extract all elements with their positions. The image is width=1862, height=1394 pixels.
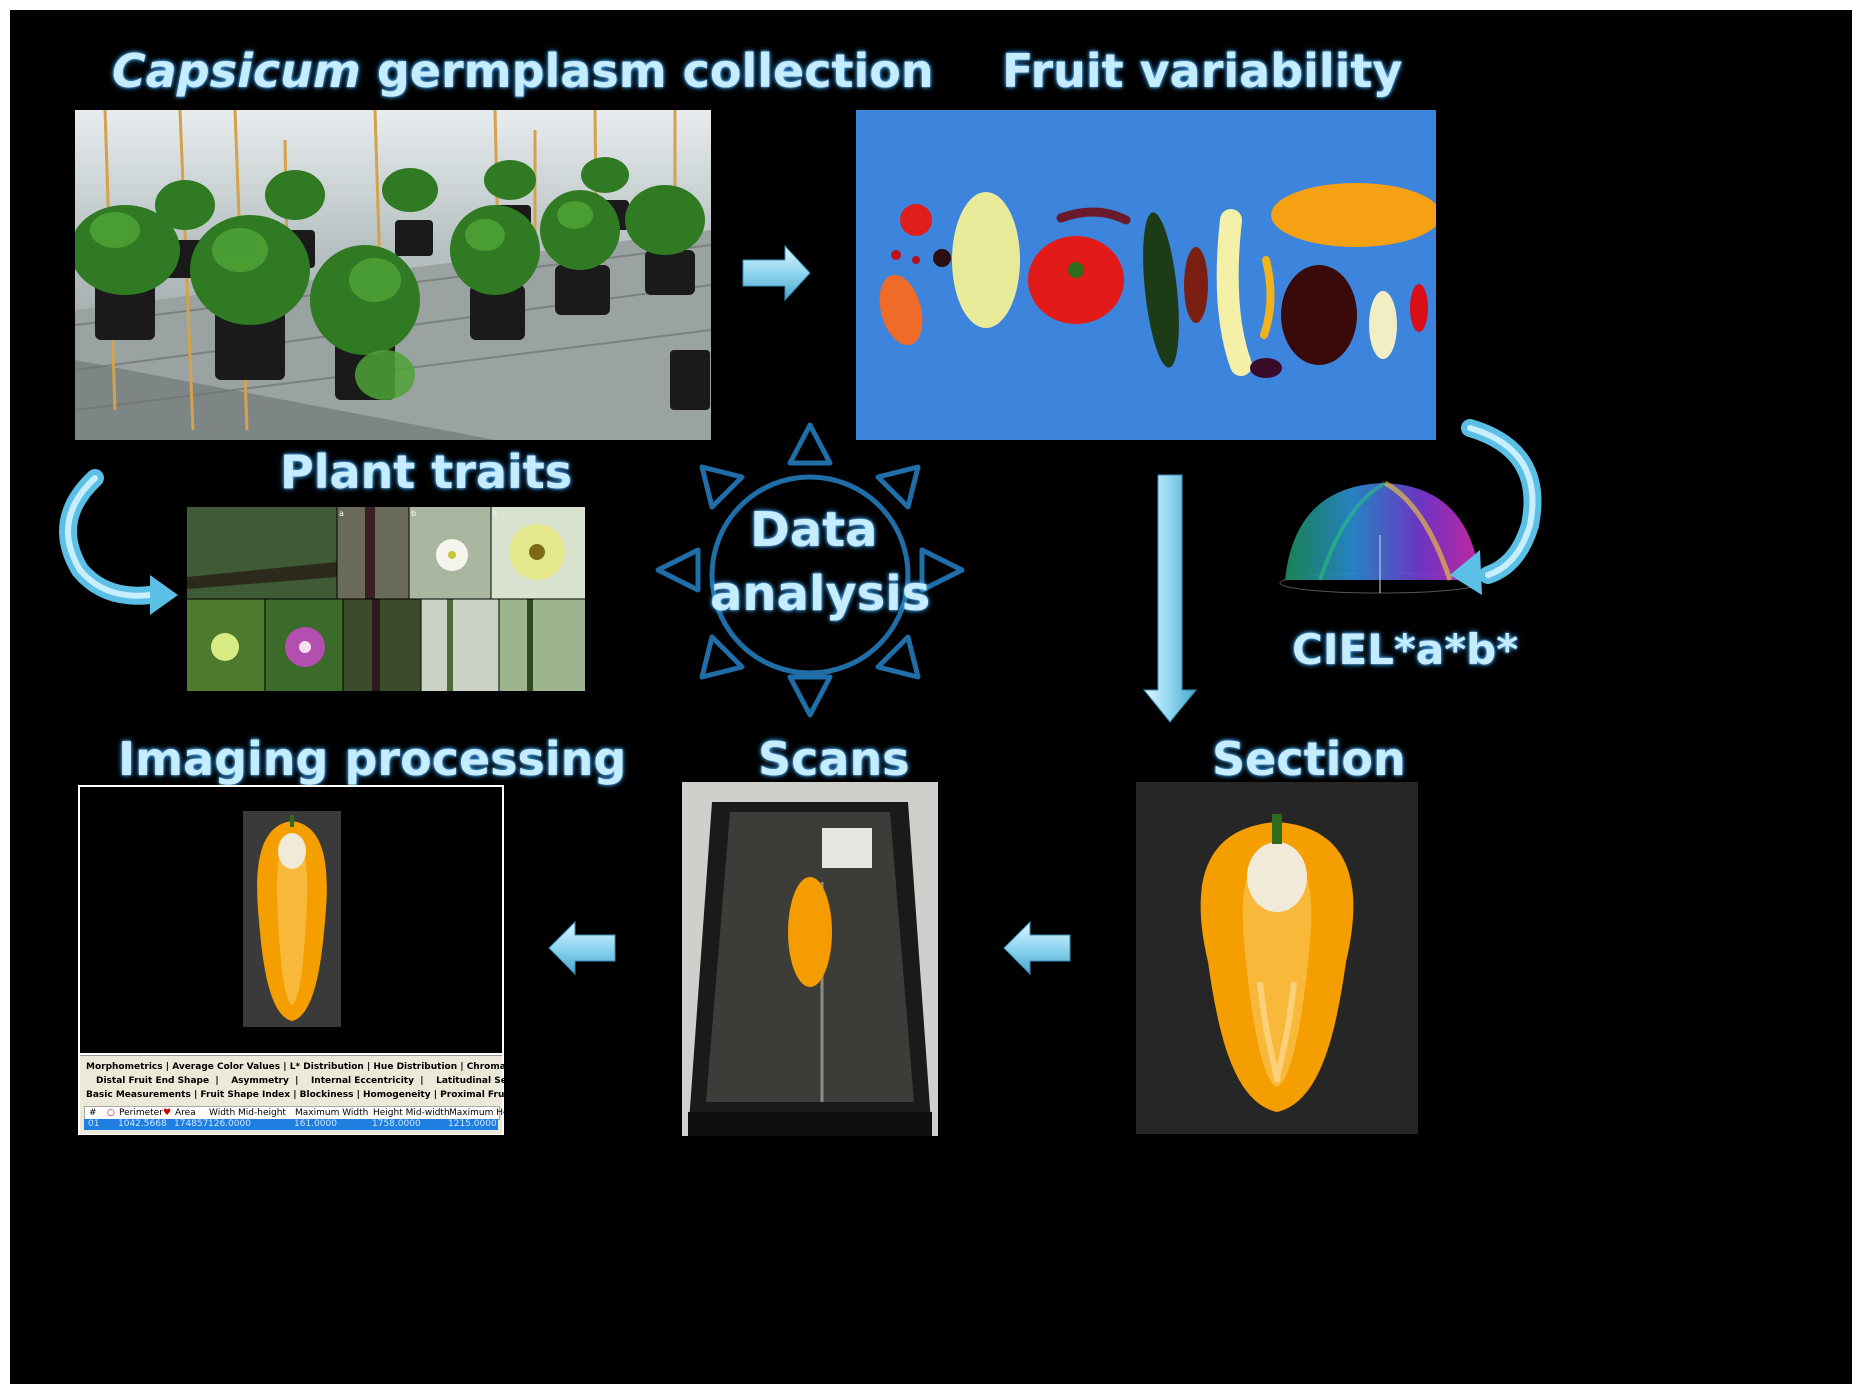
- area-icon: ♥: [163, 1108, 172, 1118]
- tab-distal-fruit-end-shape[interactable]: Distal Fruit End Shape: [96, 1076, 210, 1086]
- cell-width-mid-height: 126.0000: [208, 1119, 251, 1129]
- scanner-photo: [682, 782, 938, 1136]
- software-tab-panel: Morphometrics | Average Color Values | L…: [80, 1055, 504, 1134]
- plant-traits-collage: a b c: [187, 507, 585, 691]
- arrow-fruit-to-section: [1142, 474, 1198, 723]
- pepper-scan-thumbnail: [243, 811, 341, 1027]
- tab-row-1: Morphometrics | Average Color Values | L…: [86, 1062, 504, 1072]
- arrow-fruit-to-cielab: [1450, 419, 1542, 595]
- title-germplasm-collection: Capsicum germplasm collection: [112, 44, 934, 98]
- figure-canvas: Capsicum germplasm collection Fruit vari…: [10, 10, 1852, 1384]
- data-analysis-label-line1: Data: [750, 502, 878, 558]
- cell-maximum-height: 1215.0000: [448, 1119, 497, 1129]
- cell-index: 01: [88, 1119, 100, 1129]
- tab-fruit-shape-index[interactable]: Fruit Shape Index: [200, 1090, 291, 1100]
- col-area: Area: [175, 1108, 196, 1118]
- col-index: #: [89, 1108, 97, 1118]
- tab-basic-measurements[interactable]: Basic Measurements: [86, 1090, 191, 1100]
- tab-blockiness[interactable]: Blockiness: [299, 1090, 354, 1100]
- arrow-collection-to-fruit: [742, 244, 811, 302]
- section-photo: [1136, 782, 1418, 1134]
- tab-average-color-values[interactable]: Average Color Values: [172, 1062, 281, 1072]
- results-table-header: # ○ Perimeter ♥ Area Width Mid-height Ma…: [84, 1106, 504, 1120]
- trait-letter-c: c: [493, 509, 497, 518]
- perimeter-icon: ○: [107, 1108, 115, 1118]
- col-maximum-width: Maximum Width: [295, 1108, 369, 1118]
- title-scans: Scans: [758, 732, 910, 786]
- cell-perimeter: 1042.5668: [118, 1119, 167, 1129]
- cell-area: 174857: [174, 1119, 209, 1129]
- tab-l-distribution[interactable]: L* Distribution: [289, 1062, 364, 1072]
- greenhouse-photo: [75, 110, 711, 440]
- title-fruit-variability: Fruit variability: [1002, 44, 1403, 98]
- col-height-mid-width: Height Mid-width: [373, 1108, 450, 1118]
- arrow-scans-to-imaging: [548, 920, 616, 976]
- imaging-software-window: Morphometrics | Average Color Values | L…: [78, 785, 504, 1135]
- image-viewport: [80, 787, 502, 1053]
- tab-hue-distribution[interactable]: Hue Distribution: [373, 1062, 458, 1072]
- tab-morphometrics[interactable]: Morphometrics: [86, 1062, 163, 1072]
- col-perimeter: Perimeter: [119, 1108, 163, 1118]
- tab-homogeneity[interactable]: Homogeneity: [363, 1090, 431, 1100]
- tab-internal-eccentricity[interactable]: Internal Eccentricity: [310, 1076, 414, 1086]
- flow-arrows: [59, 244, 1542, 976]
- arrow-collection-to-plant-traits: [59, 469, 178, 615]
- cell-maximum-width: 161.0000: [294, 1119, 337, 1129]
- title-plant-traits: Plant traits: [280, 445, 573, 499]
- cielab-color-space: [1275, 475, 1485, 595]
- tab-latitudinal-section[interactable]: Latitudinal Section: [436, 1076, 504, 1086]
- data-analysis-label-line2: analysis: [710, 566, 931, 622]
- title-section: Section: [1212, 732, 1406, 786]
- col-width-mid-height: Width Mid-height: [209, 1108, 286, 1118]
- data-analysis-hub: [650, 415, 970, 725]
- tab-row-3: Basic Measurements | Fruit Shape Index |…: [86, 1090, 504, 1100]
- cell-height-mid-width: 1758.0000: [372, 1119, 421, 1129]
- tab-proximal-fruit-end-shape[interactable]: Proximal Fruit End Shape: [440, 1090, 504, 1100]
- title-cielab: CIEL*a*b*: [1292, 625, 1519, 674]
- title-imaging-processing: Imaging processing: [118, 732, 627, 786]
- results-table-row[interactable]: 01 1042.5668 174857 126.0000 161.0000 17…: [84, 1119, 498, 1130]
- tab-chroma-distribution[interactable]: Chroma Distribution: [466, 1062, 504, 1072]
- tab-asymmetry[interactable]: Asymmetry: [231, 1076, 289, 1086]
- trait-letter-b: b: [411, 509, 416, 518]
- fruit-variability-photo: [856, 110, 1436, 440]
- tab-row-2: Distal Fruit End Shape | Asymmetry | Int…: [96, 1076, 504, 1086]
- trait-letter-a: a: [339, 509, 344, 518]
- arrow-section-to-scans: [1003, 920, 1071, 976]
- col-maximum-height: Maximum Hei: [449, 1108, 504, 1118]
